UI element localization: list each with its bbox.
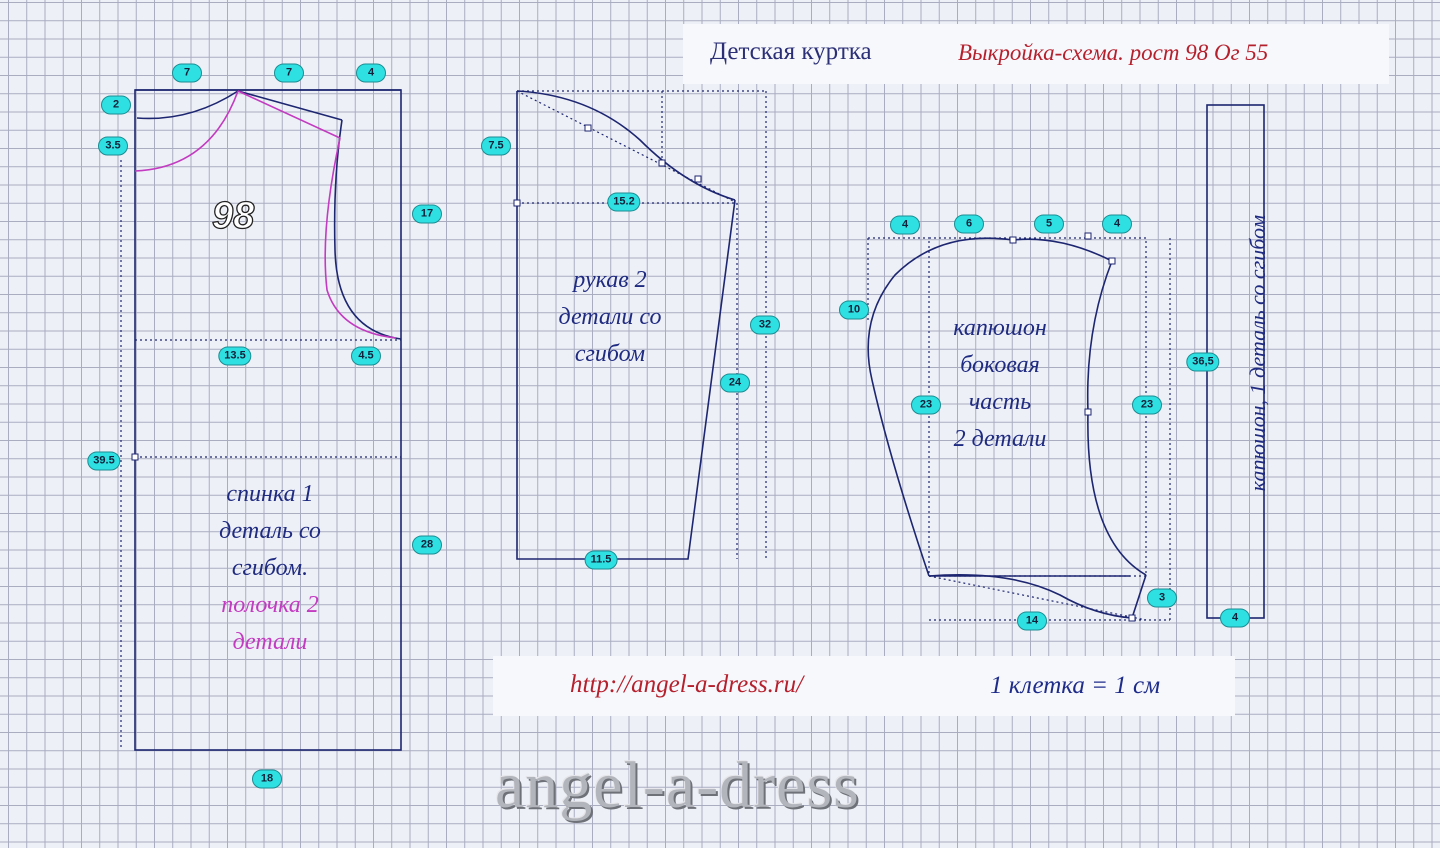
page-subtitle: Выкройка-схема. рост 98 Ог 55 — [958, 40, 1269, 65]
back-shoulder — [237, 90, 343, 121]
measure-badge: 15.2 — [607, 192, 641, 212]
hood-label-line: боковая — [960, 352, 1040, 378]
back-marker — [131, 453, 139, 461]
hood-side-label: капюшон боковая часть 2 детали — [900, 310, 1100, 458]
front-armhole — [324, 137, 397, 339]
front-shoulder — [237, 90, 341, 139]
back-guides — [120, 160, 401, 750]
measure-badge: 13.5 — [218, 346, 252, 366]
measure-badge: 10 — [839, 300, 869, 320]
size-label: 98 — [211, 194, 255, 237]
sleeve-markers — [513, 124, 702, 207]
measure-badge: 23 — [1132, 395, 1162, 415]
sleeve-label-line: сгибом — [574, 341, 646, 367]
measure-badge: 24 — [720, 373, 750, 393]
back-label-line: деталь со — [219, 518, 321, 544]
front-neckline — [134, 90, 239, 172]
measure-badge: 7 — [172, 63, 202, 83]
sleeve-label-line: рукав 2 — [573, 267, 647, 293]
hood-strip-label-text: капюшон, 1 деталь со сгибом — [1245, 214, 1270, 492]
measure-badge: 4 — [890, 215, 920, 235]
measure-badge: 6 — [954, 214, 984, 234]
measure-badge: 36,5 — [1186, 352, 1220, 372]
measure-badge: 32 — [750, 315, 780, 335]
hood-label-line: 2 детали — [953, 426, 1047, 452]
hood-back-curve — [867, 237, 1113, 577]
site-url: http://angel-a-dress.ru/ — [570, 671, 804, 698]
footer-panel — [493, 656, 1235, 716]
front-lines — [134, 90, 397, 339]
back-label-line: спинка 1 — [226, 481, 314, 507]
sleeve-label: рукав 2 детали со сгибом — [510, 262, 710, 373]
measure-badge: 39.5 — [87, 451, 121, 471]
measure-badge: 4 — [1102, 214, 1132, 234]
sleeve-cap — [516, 90, 736, 201]
watermark: angel-a-dress — [495, 749, 860, 822]
back-neckline — [136, 90, 239, 120]
measure-badge: 7 — [274, 63, 304, 83]
header-panel — [683, 24, 1389, 84]
measure-badge: 18 — [252, 769, 282, 789]
hood-label-line: часть — [968, 389, 1032, 415]
front-label-line: полочка 2 — [221, 592, 319, 618]
measure-badge: 4 — [356, 63, 386, 83]
back-label: спинка 1 деталь со сгибом. полочка 2 дет… — [170, 476, 370, 661]
measure-badge: 14 — [1017, 611, 1047, 631]
measure-badge: 23 — [911, 395, 941, 415]
page-title: Детская куртка — [710, 38, 872, 65]
measure-badge: 2 — [101, 95, 131, 115]
measure-badge: 4.5 — [351, 346, 381, 366]
sleeve-guides — [516, 90, 767, 559]
hood-markers — [1009, 232, 1136, 622]
back-label-line: сгибом. — [231, 555, 309, 581]
sleeve-label-line: детали со — [558, 304, 662, 330]
measure-badge: 3.5 — [98, 136, 128, 156]
measure-badge: 4 — [1220, 608, 1250, 628]
measure-badge: 3 — [1147, 588, 1177, 608]
hood-bottom — [928, 574, 1147, 619]
measure-badge: 28 — [412, 535, 442, 555]
measure-badge: 11.5 — [584, 550, 618, 570]
front-label-line: детали — [232, 629, 308, 655]
measure-badge: 17 — [412, 204, 442, 224]
back-piece — [134, 89, 402, 751]
scale-note: 1 клетка = 1 см — [990, 672, 1161, 699]
measure-badge: 7.5 — [481, 136, 511, 156]
back-armhole — [333, 119, 402, 340]
hood-strip-label: капюшон, 1 деталь со сгибом — [1243, 168, 1273, 538]
hood-label-line: капюшон — [953, 315, 1047, 341]
measure-badge: 5 — [1034, 214, 1064, 234]
